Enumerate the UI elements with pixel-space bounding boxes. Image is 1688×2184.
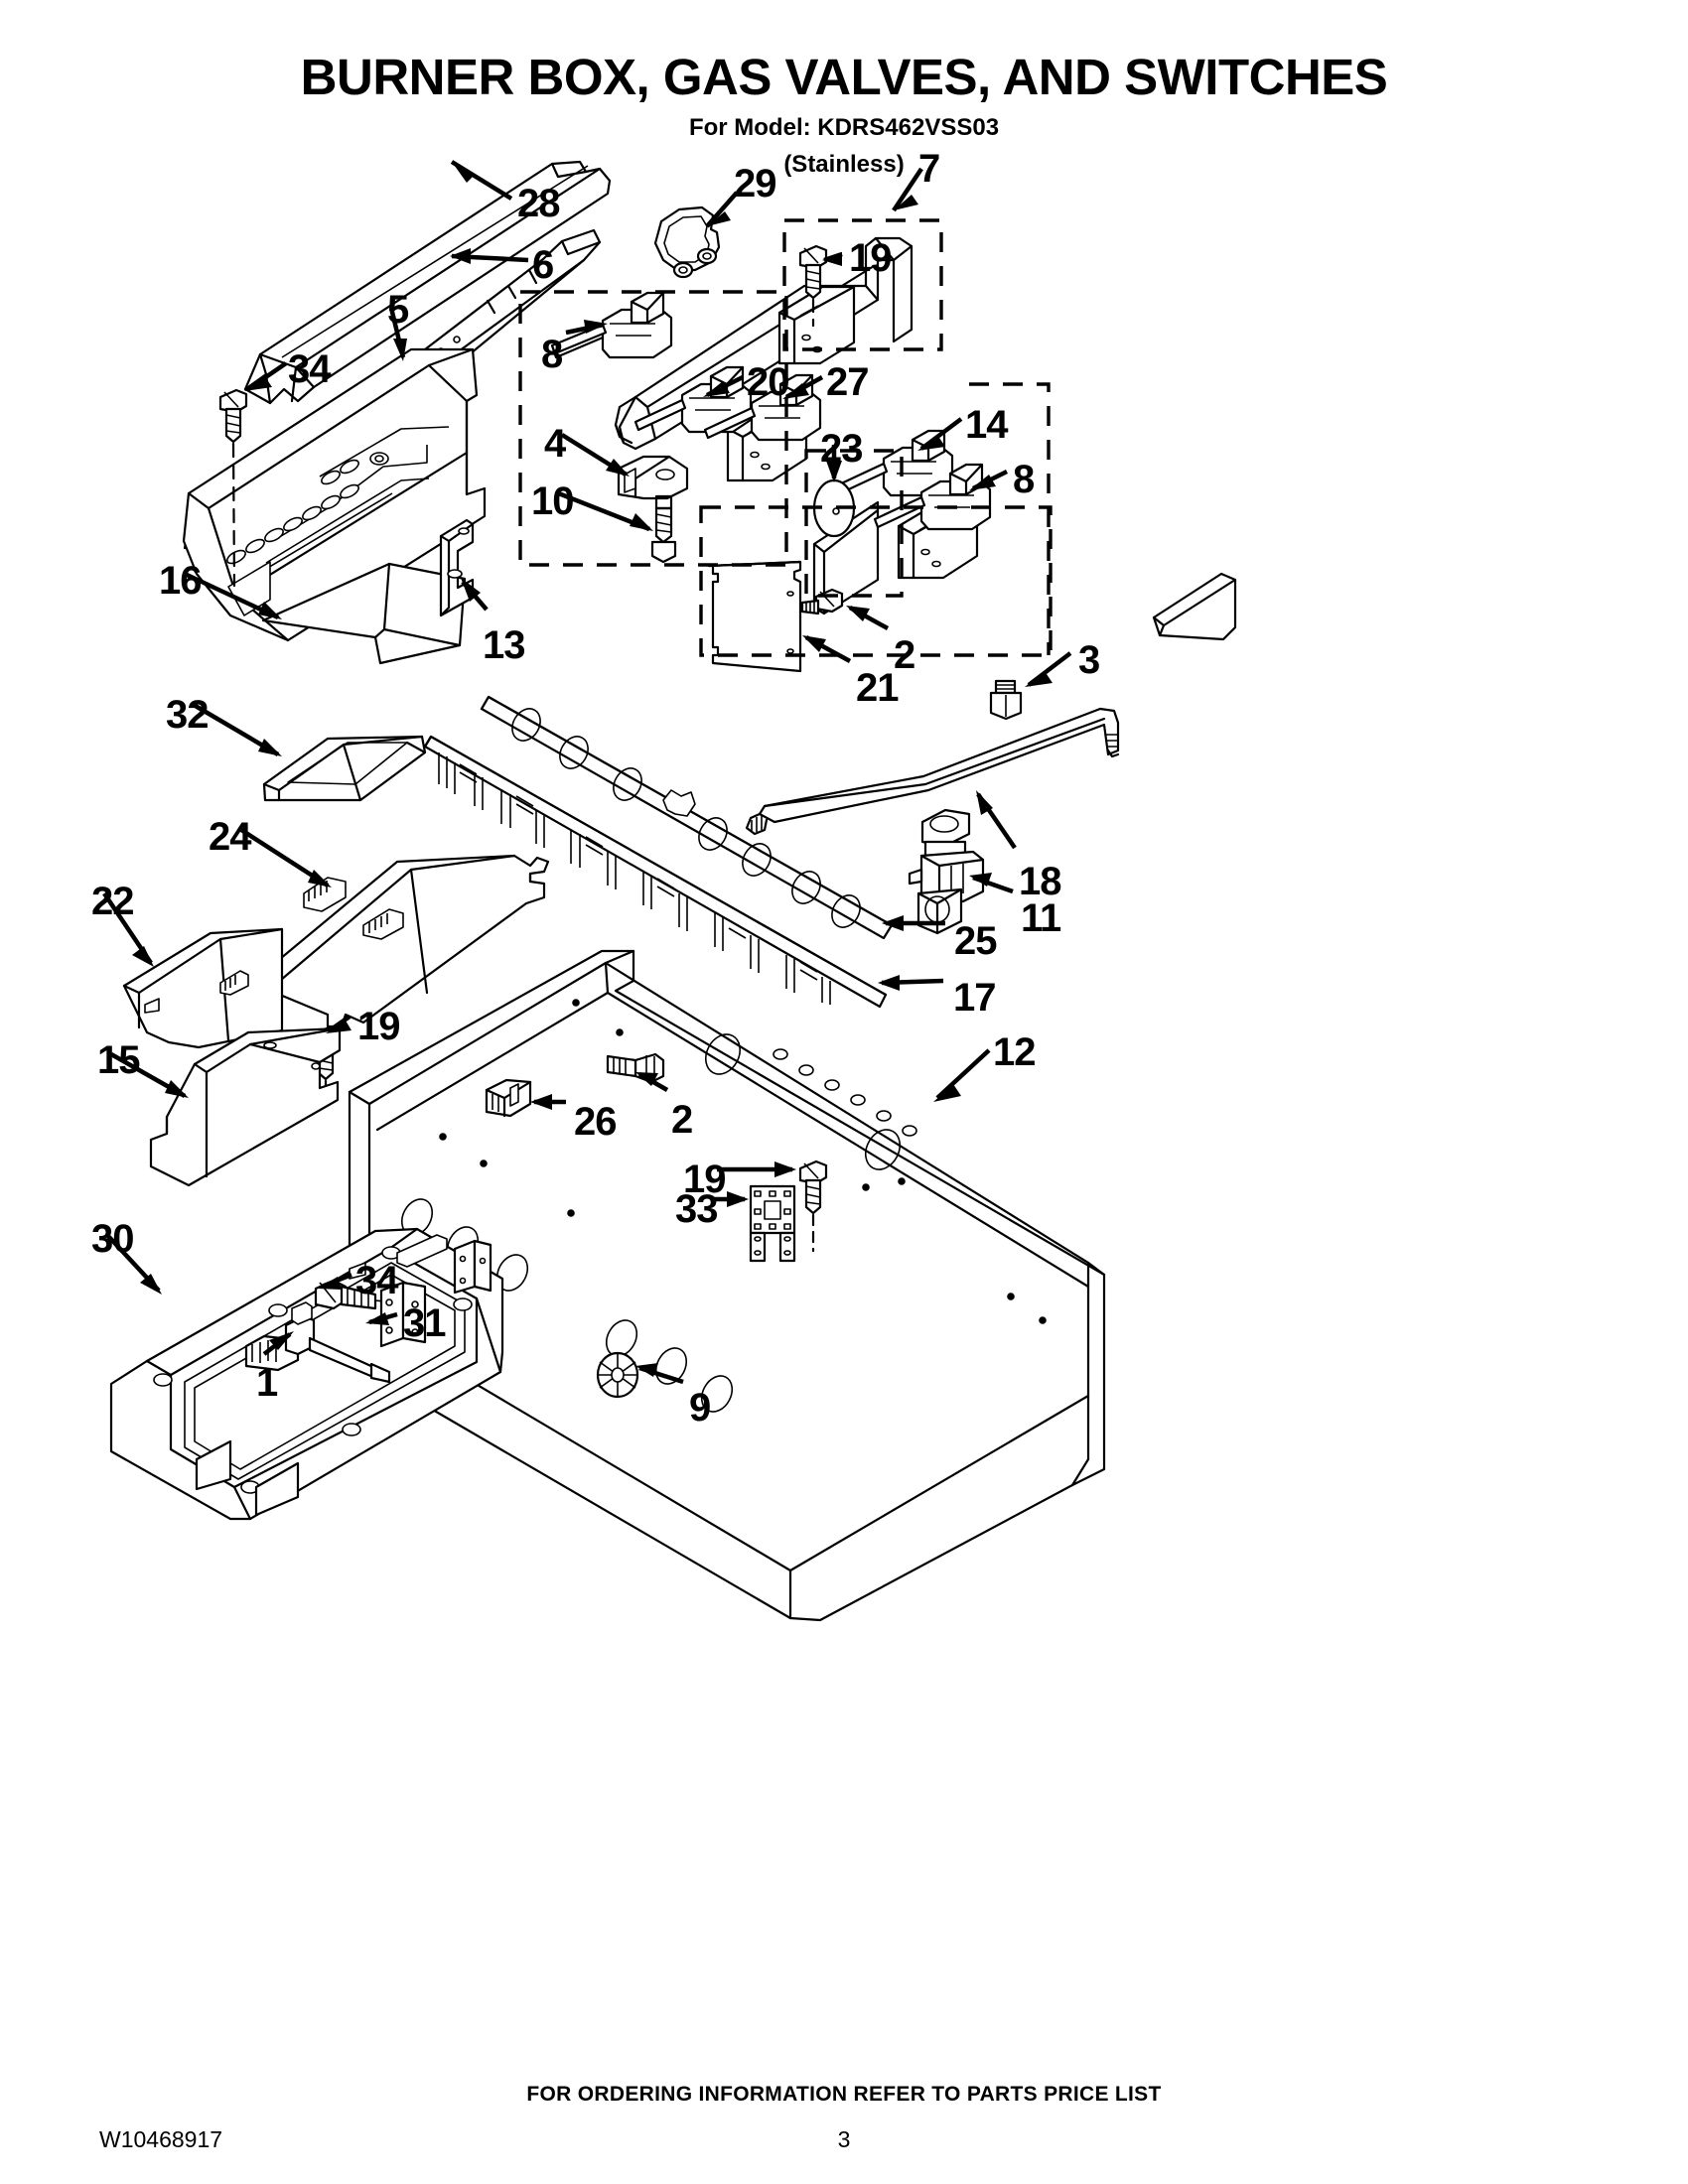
manifold-bracket-upper (779, 287, 854, 363)
part-5-broil-burner-box (184, 349, 485, 640)
part-22-small-cover-panel (124, 929, 282, 1047)
callout-30: 30 (91, 1217, 134, 1261)
callout-7: 7 (918, 147, 940, 191)
callout-4: 4 (544, 422, 566, 466)
callout-18: 18 (1019, 860, 1061, 903)
part-33-switch-mounting-bracket (751, 1186, 794, 1261)
dashed-group-right-valves (969, 384, 1049, 655)
callout-10: 10 (531, 479, 574, 523)
part-4-wire-clamp-bracket (619, 457, 687, 498)
callout-28: 28 (517, 182, 560, 225)
callout-17: 17 (953, 976, 996, 1020)
callout-20: 20 (747, 360, 789, 404)
part-32-rectangular-frame-trim (264, 737, 425, 800)
dashed-group-manifold (784, 220, 941, 349)
callout-34-upper: 34 (288, 347, 331, 391)
part-2-screw-upper (802, 590, 842, 614)
callout-24: 24 (209, 815, 251, 859)
callout-23: 23 (820, 427, 863, 471)
callout-9: 9 (689, 1386, 711, 1430)
publication-code: W10468917 (99, 2126, 223, 2152)
callout-3: 3 (1078, 638, 1100, 682)
part-16-insulation-panel (263, 564, 465, 663)
callout-21: 21 (856, 666, 899, 710)
callout-13: 13 (483, 623, 525, 667)
part-18-gas-supply-tube (747, 709, 1119, 834)
callout-34-lower: 34 (355, 1259, 398, 1302)
part-13-mounting-bracket (441, 520, 473, 615)
callout-12: 12 (993, 1030, 1036, 1074)
callout-16: 16 (159, 559, 202, 603)
part-19-screw-upper (800, 246, 826, 326)
callout-1: 1 (256, 1361, 278, 1405)
part-21-access-cover-plate (709, 562, 800, 671)
igniter-bracket-rear (350, 1235, 491, 1293)
callout-32: 32 (166, 693, 209, 737)
part-34-screw-upper (220, 390, 246, 586)
callout-22: 22 (91, 880, 134, 923)
gas-valve-8-upper (552, 293, 671, 357)
part-24-large-cover-panel (251, 856, 548, 1026)
callout-19-lower: 19 (683, 1158, 726, 1201)
callout-27: 27 (826, 360, 869, 404)
callout-2-center: 2 (671, 1098, 693, 1142)
part-17-perforated-back-panel (425, 737, 886, 1007)
callout-8-right: 8 (1013, 458, 1035, 501)
callout-8-upper: 8 (541, 333, 563, 376)
callout-26: 26 (574, 1100, 617, 1144)
callout-14: 14 (965, 403, 1008, 447)
part-30-bottom-drip-pan (111, 1229, 502, 1519)
dashed-group-plug (806, 451, 902, 596)
callout-19-upper: 19 (849, 236, 892, 280)
callout-5: 5 (387, 288, 409, 332)
page-number: 3 (837, 2126, 851, 2152)
callout-6: 6 (532, 243, 554, 287)
callout-2-upper: 2 (894, 633, 915, 677)
dashed-group-upper-left (520, 292, 786, 565)
leader-lines (104, 162, 1070, 1382)
part-19-screw-lower (800, 1161, 826, 1251)
callout-11: 11 (1021, 896, 1061, 940)
part-1-spark-igniter-switch (246, 1302, 389, 1382)
part-29-burner-retainer-clip (655, 207, 719, 277)
callout-31: 31 (403, 1301, 446, 1345)
callout-15: 15 (97, 1038, 140, 1082)
callout-33: 33 (675, 1187, 718, 1231)
finish-line: (Stainless) (783, 151, 905, 178)
model-line: For Model: KDRS462VSS03 (688, 114, 1000, 141)
ordering-note: FOR ORDERING INFORMATION REFER TO PARTS … (526, 2083, 1162, 2106)
callout-19-midleft: 19 (357, 1005, 400, 1048)
part-11-gas-pressure-regulator (910, 810, 983, 933)
callout-29: 29 (734, 162, 776, 205)
part-3-gas-line-fitting (991, 681, 1021, 719)
part-28-broil-burner-shield (245, 162, 610, 403)
part-9-rubber-grommet-wheel (598, 1353, 637, 1397)
callout-25: 25 (954, 919, 997, 963)
part-15-heat-shield-channel (151, 1028, 340, 1185)
dashed-group-lower (701, 507, 1051, 655)
page-title: BURNER BOX, GAS VALVES, AND SWITCHES (300, 49, 1388, 105)
part-26-wire-connector-block (487, 1080, 530, 1116)
part-10-bolt (652, 496, 675, 562)
